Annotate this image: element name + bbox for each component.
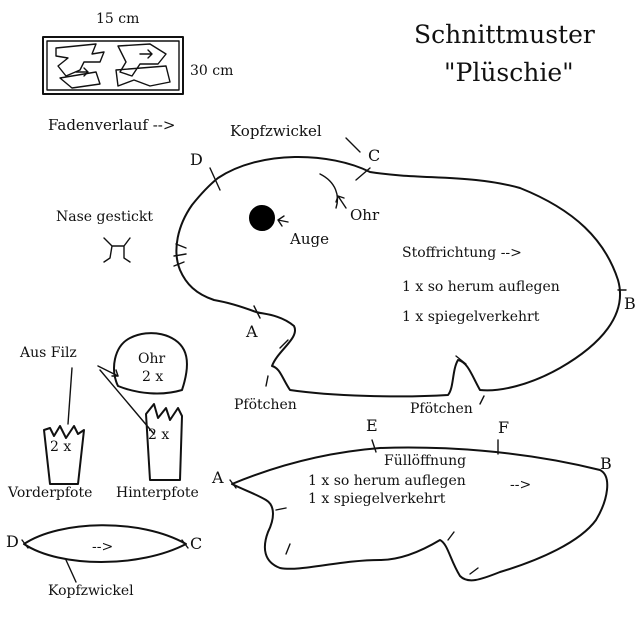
grain-label: Fadenverlauf -->: [48, 116, 176, 134]
body-letter-b: B: [624, 294, 636, 313]
head-gusset-outline: [23, 524, 187, 563]
hind-paw-label: Hinterpfote: [116, 485, 199, 501]
belly-instruction-1: 1 x so herum auflegen: [308, 473, 466, 489]
ear-mark: [319, 173, 339, 209]
nose-tick-2: [173, 253, 187, 257]
belly-tick-3: [447, 531, 455, 541]
body-letter-c: C: [368, 146, 381, 165]
ear-label: Ohr: [350, 206, 380, 224]
gusset-label: Kopfzwickel: [48, 583, 134, 599]
mark-c: [355, 167, 371, 181]
eye-dot: [249, 205, 275, 231]
paw-mark-right: [455, 355, 467, 365]
paw-pointer-left: [265, 375, 269, 387]
filling-opening-label: Füllöffnung: [384, 453, 467, 469]
felt-ear-piece: [113, 332, 189, 395]
eye-pointer: [277, 215, 289, 227]
body-instruction-1: 1 x so herum auflegen: [402, 279, 560, 295]
front-paw-count: 2 x: [50, 439, 72, 455]
layout-width-label: 15 cm: [96, 11, 140, 27]
paw-mark-left: [279, 339, 289, 349]
felt-ear-label: Ohr: [138, 351, 166, 367]
felt-pointer-1: [67, 367, 73, 425]
layout-piece-4: [115, 65, 171, 87]
belly-arrow: -->: [510, 477, 532, 493]
gusset-arrow: -->: [92, 539, 114, 555]
layout-piece-3: [117, 43, 167, 77]
layout-box-frame: [42, 36, 184, 95]
fabric-direction-label: Stoffrichtung -->: [402, 245, 522, 261]
felt-pointer-2-head: [111, 369, 119, 377]
paw-label-right: Pfötchen: [410, 401, 473, 417]
nose-label: Nase gestickt: [56, 209, 154, 225]
layout-box-inner-frame: [46, 40, 180, 91]
mark-a: [253, 305, 261, 319]
layout-arrow-1: [75, 67, 89, 77]
nose-tick-3: [173, 261, 185, 267]
felt-pointer-2: [97, 365, 119, 377]
hind-paw-count: 2 x: [148, 427, 170, 443]
nose-embroidery: [103, 237, 131, 263]
front-paw-piece: [43, 425, 85, 485]
mark-belly-a: [229, 479, 237, 489]
belly-tick-4: [469, 567, 479, 575]
gusset-letter-c: C: [190, 534, 203, 553]
body-piece: [103, 137, 627, 405]
title-line-2: "Plüschie": [444, 58, 574, 87]
belly-letter-e: E: [366, 416, 378, 435]
body-head-gusset-label: Kopfzwickel: [230, 122, 322, 140]
layout-piece-1: [55, 43, 105, 77]
mark-d: [209, 167, 221, 191]
paw-pointer-right: [479, 395, 485, 405]
felt-parts: [43, 332, 189, 485]
front-paw-label: Vorderpfote: [8, 485, 93, 501]
belly-tick-1: [275, 507, 287, 511]
mark-gusset-c: [181, 539, 189, 549]
belly-letter-b: B: [600, 454, 612, 473]
belly-instruction-2: 1 x spiegelverkehrt: [308, 491, 446, 507]
head-gusset-piece: [21, 524, 189, 583]
head-gusset-pointer: [345, 137, 361, 153]
mark-e: [371, 439, 377, 453]
belly-tick-2: [285, 543, 291, 555]
felt-label: Aus Filz: [20, 345, 77, 361]
hind-paw-piece: [145, 403, 183, 481]
layout-height-label: 30 cm: [190, 63, 234, 79]
felt-ear-count: 2 x: [142, 369, 164, 385]
body-letter-a: A: [246, 322, 258, 341]
gusset-pointer: [65, 559, 77, 583]
layout-arrow-2: [139, 49, 153, 59]
body-outline: [175, 155, 621, 398]
belly-letter-a: A: [212, 468, 224, 487]
mark-gusset-d: [21, 539, 29, 549]
belly-piece: [229, 439, 609, 582]
layout-box: [42, 36, 184, 95]
title-line-1: Schnittmuster: [414, 20, 595, 49]
body-letter-d: D: [190, 150, 203, 169]
belly-outline: [231, 446, 609, 582]
ear-pointer: [335, 195, 347, 209]
layout-piece-2: [59, 71, 101, 89]
belly-letter-f: F: [498, 418, 510, 437]
gusset-letter-d: D: [6, 532, 19, 551]
eye-label: Auge: [290, 230, 329, 248]
paw-label-left: Pfötchen: [234, 397, 297, 413]
felt-pointer-3: [99, 369, 155, 435]
nose-tick-1: [175, 243, 187, 249]
body-instruction-2: 1 x spiegelverkehrt: [402, 309, 540, 325]
